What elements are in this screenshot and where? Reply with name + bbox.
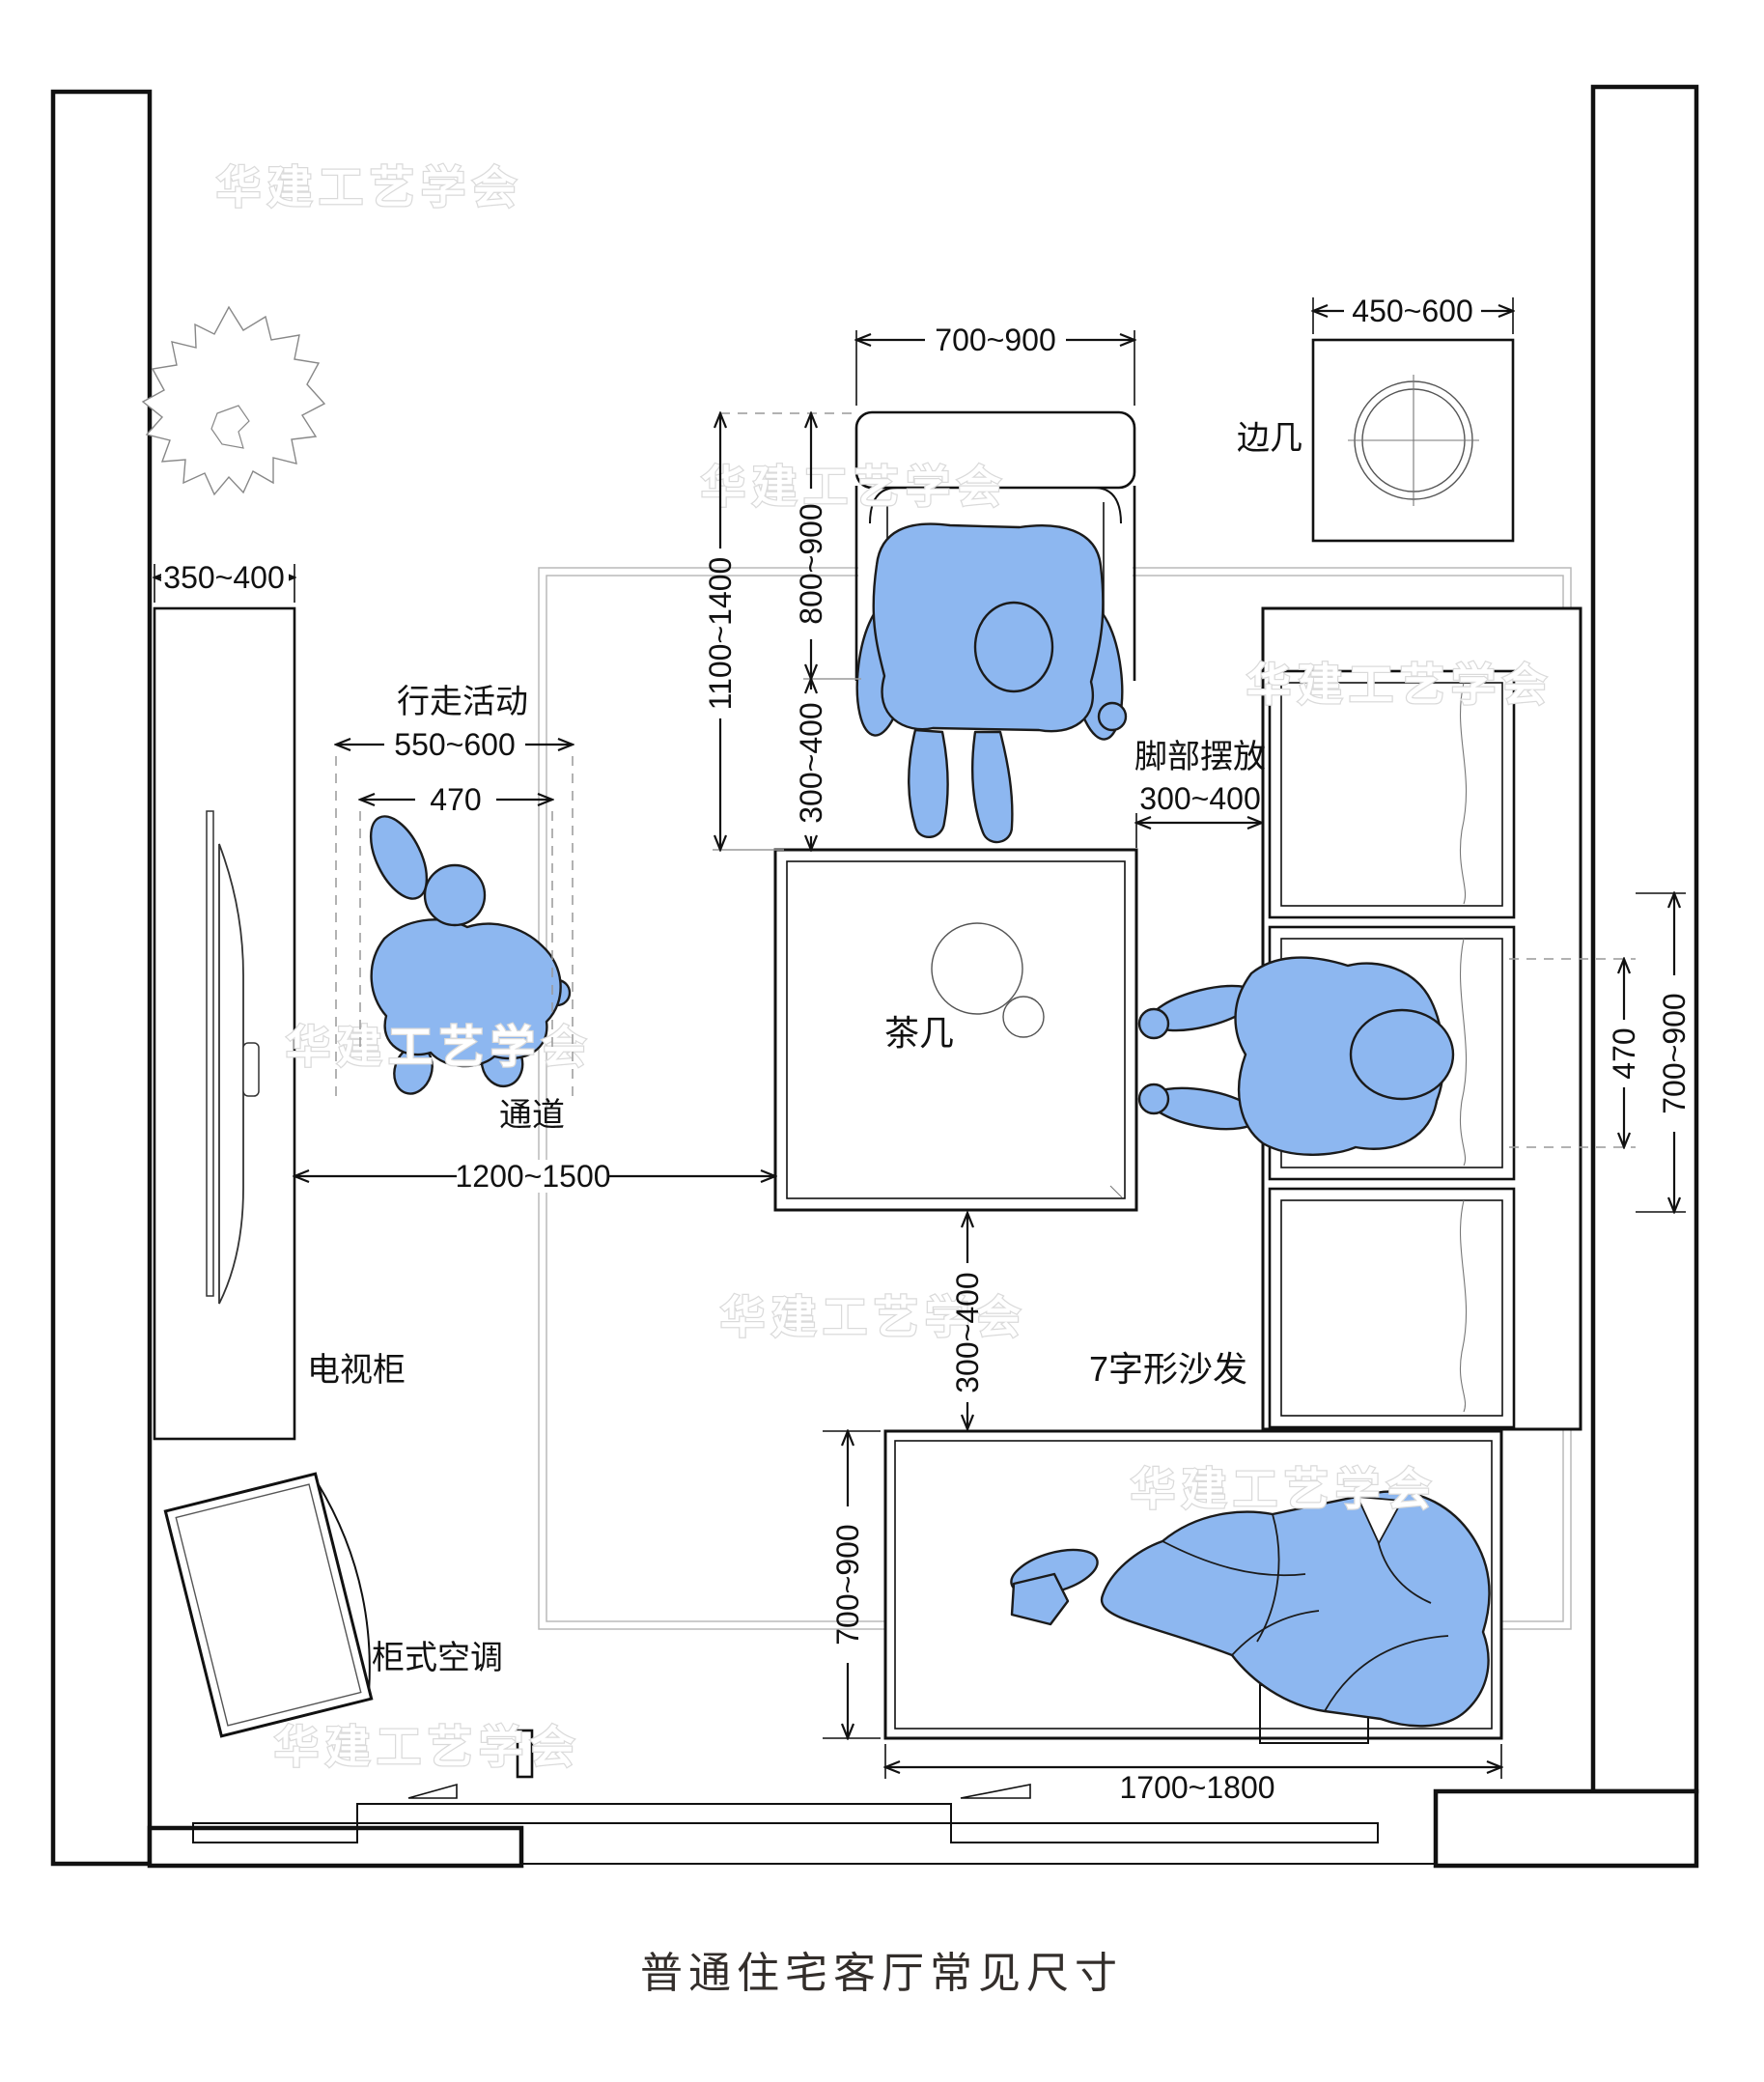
door-post <box>516 1729 534 1779</box>
door-swing-icon <box>407 1783 458 1799</box>
dim-passage: 通道 1200~1500 <box>294 1097 775 1194</box>
sliding-window <box>192 1729 1379 1843</box>
tv-cabinet <box>153 606 296 1441</box>
watermarks: 华建工艺学会 华建工艺学会 华建工艺学会 华建工艺学会 华建工艺学会 华建工艺学… <box>215 161 1554 1774</box>
watermark-text: 华建工艺学会 <box>1246 660 1554 710</box>
watermark-text: 华建工艺学会 <box>286 1022 593 1072</box>
watermark-text: 华建工艺学会 <box>216 162 523 212</box>
walking-activity-label: 行走活动 <box>397 684 528 720</box>
dim-tv-cabinet: 350~400 <box>154 560 294 603</box>
page-title: 普通住宅客厅常见尺寸 <box>640 1950 1123 1997</box>
dim-chaise-depth: 700~900 <box>823 1431 881 1738</box>
sofa-label: 7字形沙发 <box>1089 1349 1247 1389</box>
plant <box>141 305 326 496</box>
watermark-text: 华建工艺学会 <box>701 462 1008 512</box>
dim-chaise-length: 1700~1800 <box>885 1744 1501 1805</box>
dim-label: 300~400 <box>1139 781 1260 816</box>
dim-label: 300~400 <box>794 702 828 823</box>
left-wall <box>50 89 153 1867</box>
dim-label: 700~900 <box>935 323 1055 357</box>
dim-label: 700~900 <box>830 1524 865 1645</box>
air-conditioner <box>163 1472 374 1738</box>
watermark-text: 华建工艺学会 <box>720 1292 1027 1342</box>
dim-label: 350~400 <box>163 560 284 595</box>
right-wall <box>1590 84 1699 1794</box>
coffee-table-label: 茶几 <box>884 1013 954 1053</box>
watermark-text: 华建工艺学会 <box>274 1722 581 1772</box>
dim-label: 800~900 <box>794 503 828 624</box>
dim-label: 470 <box>1607 1027 1641 1079</box>
coffee-table <box>773 848 1138 1212</box>
bottom-left-wall <box>147 1825 524 1869</box>
dim-armchair-vertical: 1100~1400 800~900 300~400 <box>703 413 861 850</box>
dim-armchair-width: 700~900 <box>856 323 1134 406</box>
tv-cabinet-label: 电视柜 <box>307 1352 406 1389</box>
side-table-label: 边几 <box>1237 420 1302 457</box>
foot-placement-label: 脚部摆放 <box>1134 739 1266 775</box>
dim-label: 700~900 <box>1657 993 1692 1113</box>
door-swing-icon <box>960 1784 1031 1799</box>
chaise <box>883 1429 1503 1744</box>
dim-label: 550~600 <box>394 727 515 762</box>
dim-label: 470 <box>430 782 481 817</box>
ac-label: 柜式空调 <box>372 1640 503 1676</box>
side-table <box>1311 338 1515 543</box>
person-lying <box>1010 1490 1491 1728</box>
dim-side-table: 450~600 边几 <box>1237 294 1513 457</box>
dim-label: 1200~1500 <box>455 1159 610 1194</box>
armchair <box>854 410 1136 844</box>
dim-seat: 470 700~900 <box>1509 893 1692 1212</box>
dim-label: 1100~1400 <box>703 557 738 711</box>
passage-label: 通道 <box>499 1097 565 1134</box>
tv <box>206 810 260 1305</box>
dim-label: 1700~1800 <box>1119 1770 1274 1805</box>
watermark-text: 华建工艺学会 <box>1131 1464 1438 1514</box>
dim-walking: 行走活动 550~600 470 <box>336 684 573 1101</box>
person-walking <box>369 815 572 1095</box>
bottom-right-wall <box>1433 1788 1699 1869</box>
sofa-right <box>1137 606 1582 1431</box>
dim-table-sofa-gap: 300~400 <box>950 1213 985 1429</box>
person-sitting-sofa <box>1137 956 1455 1156</box>
walls <box>50 84 1699 1869</box>
dim-foot-zone: 脚部摆放 300~400 <box>1134 739 1266 848</box>
dim-label: 300~400 <box>950 1272 985 1393</box>
dim-label: 450~600 <box>1352 294 1472 328</box>
person-sitting-armchair <box>855 522 1128 844</box>
